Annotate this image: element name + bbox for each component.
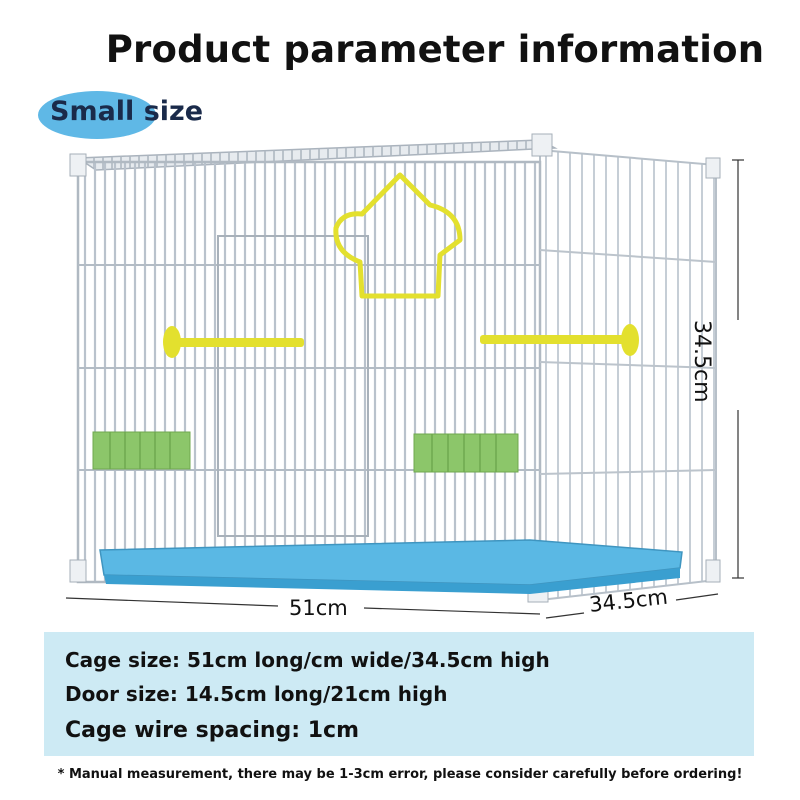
cage-side-panel	[540, 150, 716, 600]
depth-dimension-line	[545, 612, 585, 619]
perch-right	[480, 324, 639, 356]
height-dimension-label: 34.5cm	[689, 320, 714, 403]
width-dimension-label: 51cm	[289, 596, 348, 620]
feeder-right	[413, 433, 519, 473]
spec-box: Cage size: 51cm long/cm wide/34.5cm high…	[44, 632, 754, 756]
perch-left	[163, 326, 304, 358]
door-size-spec: Door size: 14.5cm long/21cm high	[65, 682, 448, 706]
cage-size-spec: Cage size: 51cm long/cm wide/34.5cm high	[65, 648, 550, 672]
cage-front-panel	[78, 162, 540, 582]
page-title: Product parameter information	[105, 28, 765, 71]
size-badge	[38, 91, 156, 139]
cage-door	[217, 235, 369, 537]
size-label: Small size	[50, 96, 204, 127]
measurement-footnote: * Manual measurement, there may be 1-3cm…	[57, 767, 743, 782]
swing-accessory	[333, 172, 463, 299]
width-dimension-line	[65, 597, 279, 607]
wire-spacing-spec: Cage wire spacing: 1cm	[65, 718, 360, 743]
feeder-left	[92, 431, 191, 470]
